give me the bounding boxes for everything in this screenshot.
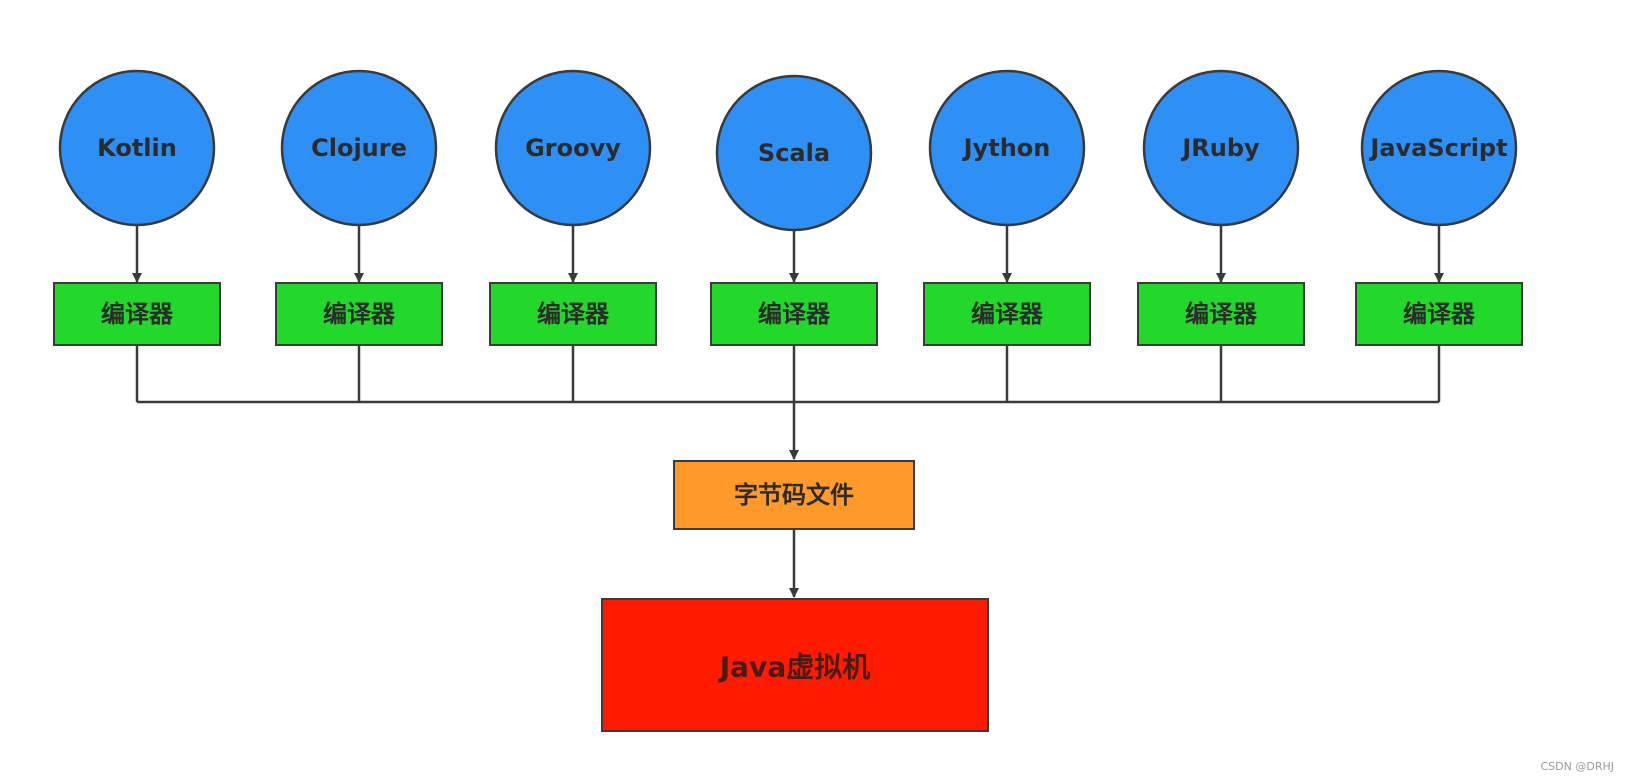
language-label: Groovy [525, 134, 621, 162]
language-circle [1142, 69, 1300, 227]
jvm-box [601, 598, 989, 732]
compiler-label: 编译器 [1185, 300, 1258, 328]
compiler-label: 编译器 [537, 300, 610, 328]
compiler-box [489, 282, 657, 346]
watermark: CSDN @DRHJ [1540, 760, 1615, 773]
language-label: Jython [962, 134, 1051, 162]
connectors [132, 225, 1444, 598]
language-nodes: Kotlin编译器Clojure编译器Groovy编译器Scala编译器Jyth… [53, 69, 1523, 346]
language-node-javascript: JavaScript 编译器 [1355, 69, 1523, 346]
bytecode-label: 字节码文件 [734, 481, 854, 509]
language-circle [58, 69, 216, 227]
language-circle [494, 69, 652, 227]
compiler-label: 编译器 [1403, 300, 1476, 328]
compiler-label: 编译器 [971, 300, 1044, 328]
language-label: Kotlin [97, 134, 177, 162]
jvm-node: Java虚拟机 [601, 598, 989, 732]
language-circle [1360, 69, 1518, 227]
language-node-scala: Scala 编译器 [710, 74, 878, 346]
language-circle [715, 74, 873, 232]
compiler-label: 编译器 [101, 300, 174, 328]
language-node-jruby: JRuby 编译器 [1137, 69, 1305, 346]
language-node-kotlin: Kotlin 编译器 [53, 69, 221, 346]
compiler-box [710, 282, 878, 346]
language-circle [928, 69, 1086, 227]
language-label: Clojure [311, 134, 407, 162]
language-label: Scala [758, 139, 830, 167]
language-circle [280, 69, 438, 227]
language-node-groovy: Groovy 编译器 [489, 69, 657, 346]
compiler-box [1355, 282, 1523, 346]
bytecode-node: 字节码文件 [673, 460, 915, 530]
bytecode-box [673, 460, 915, 530]
compiler-box [275, 282, 443, 346]
language-node-clojure: Clojure 编译器 [275, 69, 443, 346]
language-label: JavaScript [1368, 134, 1507, 162]
language-label: JRuby [1180, 134, 1260, 162]
compiler-label: 编译器 [323, 300, 396, 328]
compiler-box [923, 282, 1091, 346]
compiler-box [1137, 282, 1305, 346]
compiler-box [53, 282, 221, 346]
jvm-label: Java虚拟机 [718, 651, 870, 684]
compiler-label: 编译器 [758, 300, 831, 328]
language-node-jython: Jython 编译器 [923, 69, 1091, 346]
